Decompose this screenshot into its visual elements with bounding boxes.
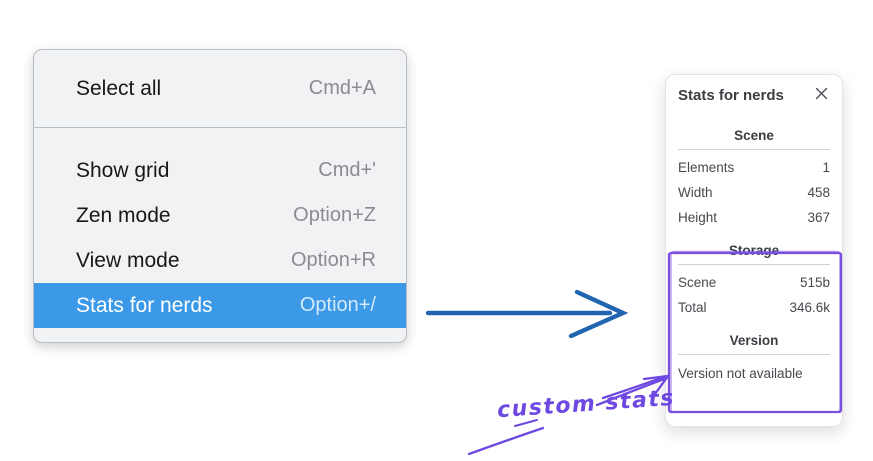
menu-item-zen-mode[interactable]: Zen mode Option+Z <box>34 193 406 238</box>
menu-item-label: Stats for nerds <box>76 293 213 317</box>
menu-item-label: Show grid <box>76 158 170 182</box>
stat-value: 1 <box>822 160 830 175</box>
menu-item-view-mode[interactable]: View mode Option+R <box>34 238 406 283</box>
section-divider <box>678 354 830 355</box>
stat-label: Total <box>678 300 707 315</box>
stat-value: 346.6k <box>789 300 830 315</box>
context-menu-section-bottom: Show grid Cmd+' Zen mode Option+Z View m… <box>34 127 406 342</box>
stat-row-total-storage: Total 346.6k <box>678 300 830 315</box>
section-header-storage: Storage <box>728 243 780 258</box>
menu-item-shortcut: Option+/ <box>299 294 376 316</box>
stats-panel-title: Stats for nerds <box>678 86 784 104</box>
section-header-scene: Scene <box>734 128 774 143</box>
stat-label: Elements <box>678 160 735 175</box>
stat-label: Scene <box>678 275 717 290</box>
menu-item-label: Zen mode <box>76 203 171 227</box>
stat-label: Height <box>678 210 718 225</box>
menu-item-select-all[interactable]: Select all Cmd+A <box>34 66 406 111</box>
stat-label: Width <box>678 185 713 200</box>
menu-item-show-grid[interactable]: Show grid Cmd+' <box>34 148 406 193</box>
menu-item-label: Select all <box>76 76 162 100</box>
stat-row-scene-storage: Scene 515b <box>678 275 830 290</box>
section-header-version: Version <box>729 333 779 348</box>
stats-panel-header: Stats for nerds <box>678 86 830 104</box>
custom-stats-annotation: custom stats <box>496 385 676 424</box>
menu-item-shortcut: Cmd+A <box>308 77 376 99</box>
stats-for-nerds-panel: Stats for nerds Scene Elements 1 Width 4… <box>665 74 843 427</box>
section-divider <box>678 264 830 265</box>
menu-item-label: View mode <box>76 248 180 272</box>
stat-value: 515b <box>799 275 830 290</box>
flow-arrow <box>425 289 629 339</box>
stat-value: 458 <box>807 185 830 200</box>
close-button[interactable] <box>812 86 830 104</box>
context-menu: Select all Cmd+A Show grid Cmd+' Zen mod… <box>33 49 407 343</box>
menu-item-shortcut: Cmd+' <box>318 159 376 181</box>
menu-item-stats-for-nerds[interactable]: Stats for nerds Option+/ <box>34 283 406 328</box>
version-note: Version not available <box>678 366 803 381</box>
stat-row-width: Width 458 <box>678 185 830 200</box>
stat-row-height: Height 367 <box>678 210 830 225</box>
menu-item-shortcut: Option+R <box>290 249 376 271</box>
context-menu-section-top: Select all Cmd+A <box>34 50 406 127</box>
stat-row-elements: Elements 1 <box>678 160 830 175</box>
stat-value: 367 <box>807 210 830 225</box>
close-icon <box>815 87 828 103</box>
section-divider <box>678 149 830 150</box>
menu-item-shortcut: Option+Z <box>293 204 376 226</box>
